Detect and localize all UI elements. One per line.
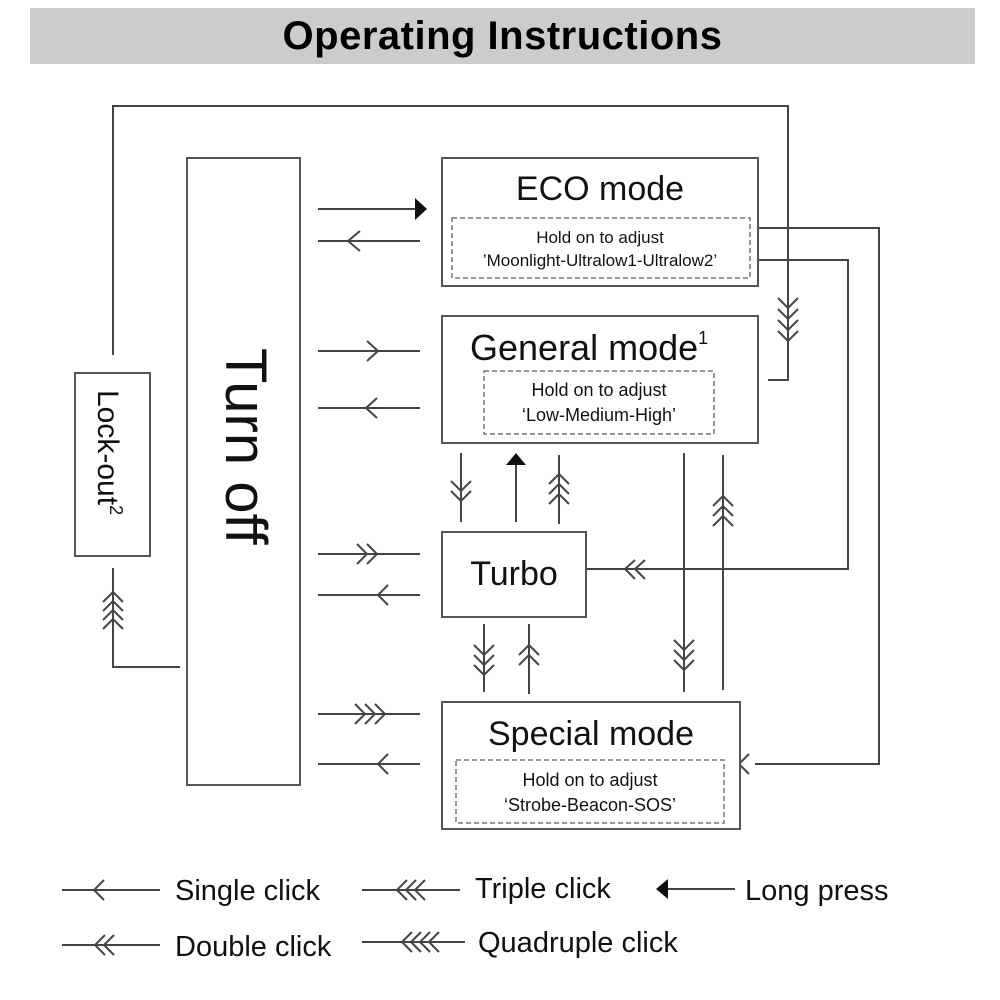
double-click-arrow-icon — [623, 559, 636, 580]
special-hint-line2: ‘Strobe-Beacon-SOS’ — [504, 795, 676, 815]
general-hint-line1: Hold on to adjust — [531, 380, 666, 400]
triple-click-arrow-icon — [473, 664, 495, 677]
quadruple-click-arrow-icon — [777, 330, 799, 343]
quadruple-click-arrow-icon — [777, 308, 799, 321]
single-click-arrow-icon — [376, 753, 389, 775]
long-press-arrow-icon — [415, 198, 427, 220]
triple-click-arrow-icon — [673, 649, 695, 662]
double-click-arrow-icon — [356, 543, 369, 565]
triple-click-arrow-icon — [712, 514, 734, 527]
connector-lockout-top — [112, 105, 789, 381]
legend-item-triple-click: Triple click — [362, 873, 611, 905]
node-turbo: Turbo — [441, 531, 587, 618]
single-click-arrow-icon — [346, 230, 361, 252]
single-click-arrow-icon — [364, 397, 378, 419]
double-click-arrow-icon — [518, 653, 540, 666]
triple-click-arrow-icon — [374, 703, 387, 725]
quadruple-click-arrow-icon — [418, 931, 431, 953]
long-press-arrow-icon — [506, 453, 526, 465]
general-mode-label: General mode1 — [470, 327, 708, 368]
single-click-arrow-icon — [376, 584, 389, 606]
quadruple-click-arrow-icon — [102, 617, 124, 630]
double-click-arrow-icon — [450, 490, 472, 503]
node-eco-mode: ECO mode Hold on to adjust ’Moonlight-Ul… — [441, 157, 759, 287]
triple-click-arrow-icon — [364, 703, 377, 725]
legend-item-double-click: Double click — [62, 931, 332, 963]
quadruple-click-arrow-icon — [777, 319, 799, 332]
general-hint-line2: ‘Low-Medium-High’ — [522, 405, 676, 425]
legend-label: Long press — [745, 875, 889, 907]
connector-eco-special — [755, 227, 880, 765]
legend-item-single-click: Single click — [62, 875, 321, 907]
eco-hint-line1: Hold on to adjust — [536, 228, 664, 247]
triple-click-arrow-icon — [473, 654, 495, 667]
triple-click-arrow-icon — [548, 482, 570, 495]
long-press-arrow-icon — [656, 879, 668, 899]
connectors — [112, 105, 880, 765]
special-mode-label: Special mode — [488, 715, 694, 753]
legend-item-long-press: Long press — [656, 875, 889, 907]
node-special-mode: Special mode Hold on to adjust ‘Strobe-B… — [441, 701, 741, 830]
node-lockout: Lock-out2 — [74, 372, 151, 557]
double-click-arrow-icon — [518, 643, 540, 656]
quadruple-click-arrow-icon — [102, 590, 124, 603]
lockout-label: Lock-out2 — [91, 390, 126, 515]
legend-label: Single click — [175, 875, 321, 907]
quadruple-click-arrow-icon — [427, 931, 440, 953]
legend-label: Quadruple click — [478, 927, 678, 959]
triple-click-arrow-icon — [548, 492, 570, 505]
eco-mode-label: ECO mode — [516, 170, 684, 208]
double-click-arrow-icon — [450, 480, 472, 493]
quadruple-click-arrow-icon — [777, 297, 799, 310]
special-hint-line1: Hold on to adjust — [522, 770, 657, 790]
triple-click-arrow-icon — [413, 879, 426, 901]
triple-click-arrow-icon — [673, 659, 695, 672]
legend-label: Triple click — [475, 873, 611, 905]
triple-click-arrow-icon — [712, 494, 734, 507]
triple-click-arrow-icon — [548, 472, 570, 485]
single-click-arrow-icon — [366, 340, 380, 362]
legend-item-quadruple-click: Quadruple click — [362, 927, 678, 959]
quadruple-click-arrow-icon — [409, 931, 422, 953]
triple-click-arrow-icon — [473, 644, 495, 657]
node-turn-off: Turn off — [186, 157, 301, 786]
eco-hint-line2: ’Moonlight-Ultralow1-Ultralow2’ — [483, 251, 717, 270]
quadruple-click-arrow-icon — [102, 608, 124, 621]
title-bar: Operating Instructions — [30, 8, 975, 64]
turn-off-label: Turn off — [213, 348, 278, 546]
quadruple-click-arrow-icon — [400, 931, 413, 953]
triple-click-arrow-icon — [395, 879, 408, 901]
triple-click-arrow-icon — [712, 504, 734, 517]
connector-lockout-bottom — [112, 568, 180, 668]
triple-click-arrow-icon — [404, 879, 417, 901]
connector-eco-turbo — [565, 259, 849, 570]
double-click-arrow-icon — [102, 934, 115, 956]
double-click-arrow-icon — [633, 559, 646, 580]
legend: Single click Triple click Long press Dou… — [62, 873, 889, 963]
legend-label: Double click — [175, 931, 332, 963]
node-general-mode: General mode1 Hold on to adjust ‘Low-Med… — [441, 315, 759, 444]
quadruple-click-arrow-icon — [102, 599, 124, 612]
triple-click-arrow-icon — [354, 703, 367, 725]
double-click-arrow-icon — [366, 543, 379, 565]
triple-click-arrow-icon — [673, 639, 695, 652]
turbo-label: Turbo — [470, 555, 558, 593]
page-title: Operating Instructions — [282, 13, 723, 58]
single-click-arrow-icon — [92, 879, 105, 901]
double-click-arrow-icon — [93, 934, 106, 956]
